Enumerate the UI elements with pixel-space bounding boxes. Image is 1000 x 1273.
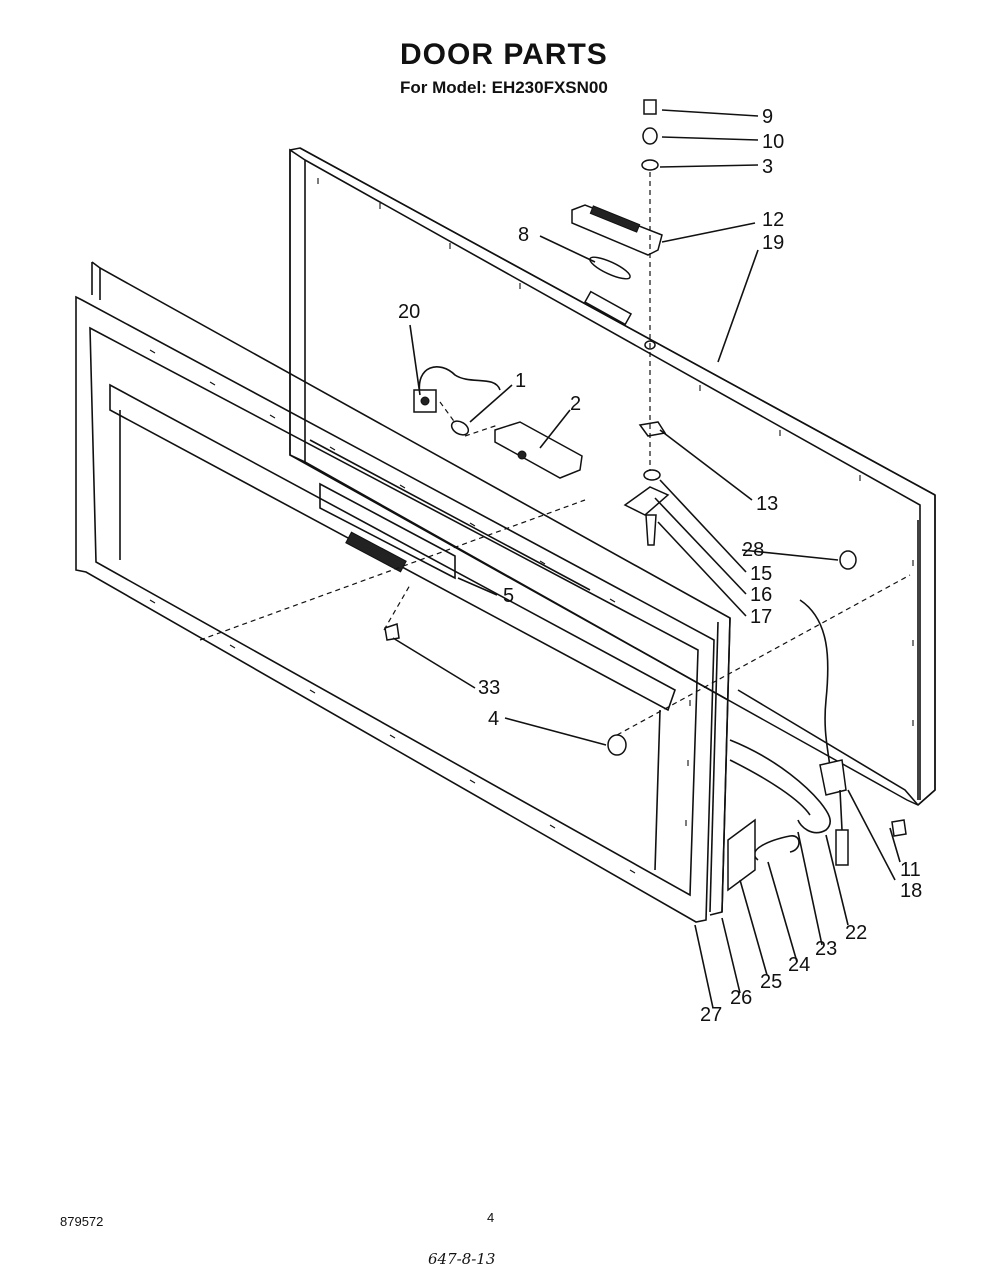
callout-labels: 9 10 3 12 19 8 20 1 2 13 28 15 16 17 5 3… bbox=[398, 106, 922, 1026]
callout-20: 20 bbox=[398, 301, 420, 323]
callout-18: 18 bbox=[900, 880, 922, 902]
callout-22: 22 bbox=[845, 922, 867, 944]
hardware-parts bbox=[384, 99, 907, 892]
callout-28: 28 bbox=[742, 539, 764, 561]
callout-1: 1 bbox=[515, 370, 526, 392]
callout-3: 3 bbox=[762, 156, 773, 178]
leader-lines bbox=[392, 109, 901, 1009]
callout-12: 12 bbox=[762, 209, 784, 231]
assembly-axes bbox=[199, 172, 911, 736]
callout-26: 26 bbox=[730, 987, 752, 1009]
callout-2: 2 bbox=[570, 393, 581, 415]
doc-number: 879572 bbox=[60, 1214, 104, 1229]
callout-19: 19 bbox=[762, 232, 784, 254]
callout-24: 24 bbox=[788, 954, 810, 976]
callout-9: 9 bbox=[762, 106, 773, 128]
callout-27: 27 bbox=[700, 1004, 722, 1026]
callout-25: 25 bbox=[760, 971, 782, 993]
callout-13: 13 bbox=[756, 493, 778, 515]
door-liner-panel bbox=[289, 147, 936, 806]
callout-23: 23 bbox=[815, 938, 837, 960]
model-line: For Model: EH230FXSN00 bbox=[400, 78, 608, 97]
callout-5: 5 bbox=[503, 585, 514, 607]
callout-4: 4 bbox=[488, 708, 499, 730]
callout-10: 10 bbox=[762, 131, 784, 153]
callout-15: 15 bbox=[750, 563, 772, 585]
callout-16: 16 bbox=[750, 584, 772, 606]
outer-door-frame bbox=[75, 261, 731, 923]
handwritten-code: 647-8-13 bbox=[428, 1250, 496, 1268]
page-number: 4 bbox=[487, 1210, 495, 1225]
callout-8: 8 bbox=[518, 224, 529, 246]
callout-33: 33 bbox=[478, 677, 500, 699]
page-title: DOOR PARTS bbox=[400, 38, 608, 71]
callout-11: 11 bbox=[900, 859, 921, 881]
callout-17: 17 bbox=[750, 606, 772, 628]
